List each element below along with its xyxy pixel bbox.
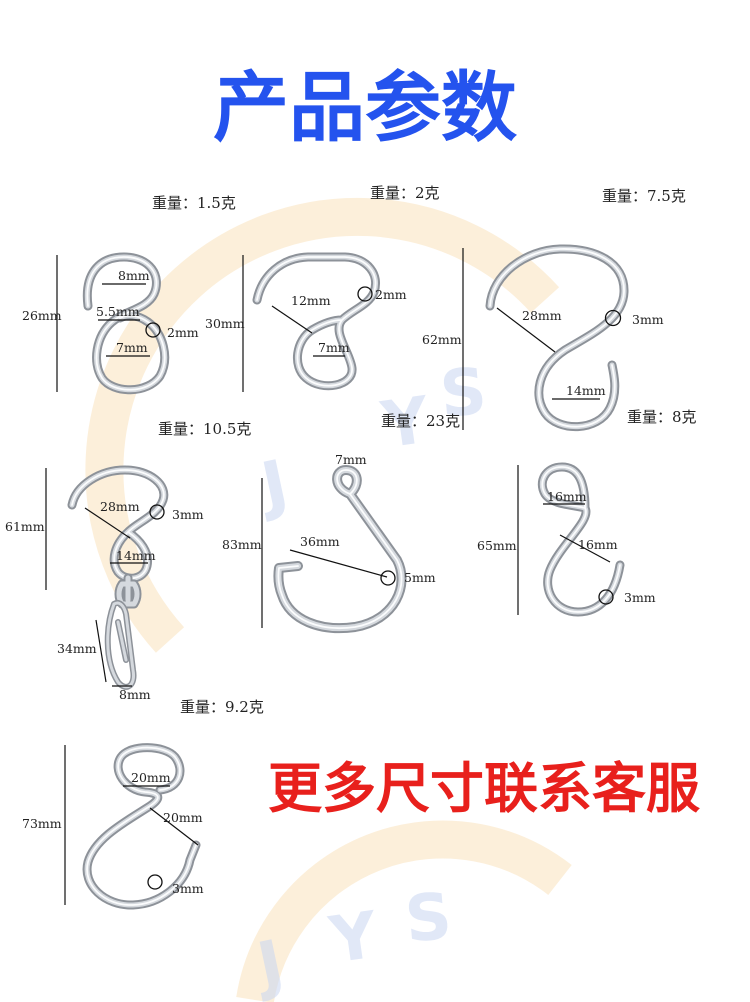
- hook-3: 重量：7.5克 62mm 28mm 3mm 14mm: [422, 187, 686, 430]
- hook-2-bottom-width-label: 7mm: [318, 340, 350, 355]
- hook-5-wire-label: 5mm: [404, 570, 436, 585]
- hook-1-height-label: 26mm: [22, 308, 62, 323]
- watermark-letter-s-bottom: S: [402, 880, 454, 958]
- hook-7-wire-label: 3mm: [172, 881, 204, 896]
- hook-4-clip-width-label: 8mm: [119, 687, 151, 702]
- hook-2-wire-shadow: [257, 257, 376, 386]
- hook-5-height-label: 83mm: [222, 537, 262, 552]
- watermark-letter-j-top: J: [252, 447, 295, 525]
- hook-6-wire-marker: [598, 589, 614, 605]
- hook-5: 重量：23克 7mm 83mm 36mm 5mm: [222, 412, 460, 628]
- page-title: 产品参数: [213, 63, 517, 152]
- hook-6-top-width-label: 16mm: [547, 489, 587, 504]
- watermark-letter-y-bottom: Y: [325, 899, 383, 979]
- hook-4-wire-label: 3mm: [172, 507, 204, 522]
- hook-7-top-width-label: 20mm: [131, 770, 171, 785]
- hook-1-bottom-width-label: 7mm: [116, 340, 148, 355]
- hook-4-top-width-line: [84, 507, 131, 539]
- hook-4-wire-marker: [149, 504, 165, 520]
- hook-3-wire-marker: [604, 309, 622, 327]
- hook-4-clip-length-label: 34mm: [57, 641, 97, 656]
- hook-6: 重量：8克 65mm 16mm 16mm 3mm: [477, 408, 697, 615]
- hook-2-height-label: 30mm: [205, 316, 245, 331]
- hook-5-width-line: [289, 549, 388, 578]
- hook-1-gap-label: 5.5mm: [96, 304, 140, 319]
- hook-2-wire-label: 2mm: [375, 287, 407, 302]
- hook-2-wire-marker: [357, 286, 373, 302]
- hook-5-width-label: 36mm: [300, 534, 340, 549]
- hook-6-bottom-width-label: 16mm: [578, 537, 618, 552]
- hook-4: 重量：10.5克 61mm 28mm 3mm 14mm 34mm 8mm: [5, 420, 251, 702]
- hook-1-wire-marker: [145, 322, 161, 338]
- hook-3-top-width-label: 28mm: [522, 308, 562, 323]
- hook-6-weight: 重量：8克: [627, 408, 697, 426]
- hook-4-eye-width-label: 14mm: [116, 548, 156, 563]
- hook-2-wire-body: [257, 257, 376, 386]
- hook-4-weight: 重量：10.5克: [158, 420, 251, 438]
- hook-6-bottom-width-line: [559, 534, 611, 563]
- watermark-arc-top: [85, 197, 560, 653]
- hook-3-weight: 重量：7.5克: [602, 187, 686, 205]
- hook-2: 重量：2克 30mm 12mm 2mm 7mm: [205, 184, 440, 392]
- hook-2-top-width-label: 12mm: [291, 293, 331, 308]
- hook-4-swivel-body: [119, 578, 137, 604]
- hook-4-top-width-label: 28mm: [100, 499, 140, 514]
- hook-7-height-label: 73mm: [22, 816, 62, 831]
- hook-5-weight: 重量：23克: [381, 412, 460, 430]
- hook-6-wire-label: 3mm: [624, 590, 656, 605]
- hook-3-bottom-width-label: 14mm: [566, 383, 606, 398]
- hook-4-height-label: 61mm: [5, 519, 45, 534]
- hook-1-top-width-label: 8mm: [118, 268, 150, 283]
- hook-2-top-width-line: [271, 305, 313, 334]
- hook-5-wire-shadow: [278, 470, 401, 628]
- hook-3-wire-label: 3mm: [632, 312, 664, 327]
- more-sizes-note: 更多尺寸联系客服: [268, 757, 700, 820]
- hook-7: 重量：9.2克 73mm 20mm 20mm 3mm: [22, 698, 264, 905]
- watermark: J Y S J Y S: [85, 197, 572, 1002]
- hook-4-clip-length-line: [95, 619, 107, 683]
- watermark-letter-y-top: Y: [377, 384, 435, 464]
- hook-6-height-label: 65mm: [477, 538, 517, 553]
- hook-2-wire-highlight: [256, 256, 377, 387]
- hook-7-bottom-width-line: [149, 807, 199, 846]
- hook-3-height-label: 62mm: [422, 332, 462, 347]
- hook-7-bottom-width-label: 20mm: [163, 810, 203, 825]
- hook-1-weight: 重量：1.5克: [152, 194, 236, 212]
- hook-1: 重量：1.5克 26mm 8mm 5.5mm 2mm 7mm: [22, 194, 236, 392]
- hook-7-weight: 重量：9.2克: [180, 698, 264, 716]
- hook-5-eye-width-label: 7mm: [335, 452, 367, 467]
- hook-1-wire-label: 2mm: [167, 325, 199, 340]
- hook-7-wire-marker: [147, 874, 163, 890]
- hook-5-wire-marker: [380, 570, 396, 586]
- watermark-arc-bottom: [236, 820, 572, 1002]
- hook-3-top-width-line: [496, 307, 556, 353]
- hook-2-weight: 重量：2克: [370, 184, 440, 202]
